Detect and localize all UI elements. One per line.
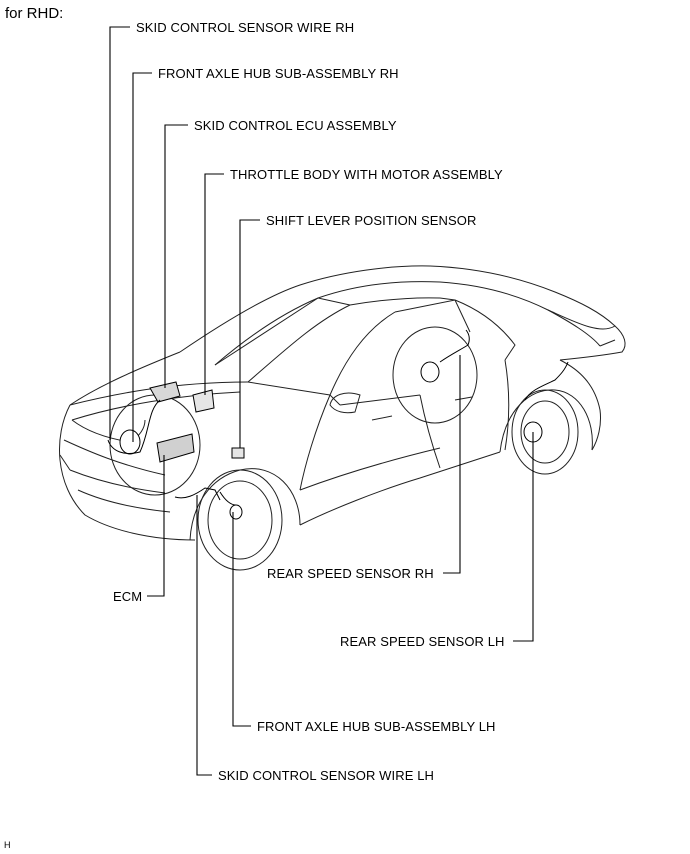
label-front-axle-hub-lh: FRONT AXLE HUB SUB-ASSEMBLY LH — [257, 719, 496, 734]
leader-skid-ecu — [164, 124, 188, 388]
label-skid-control-ecu-assembly: SKID CONTROL ECU ASSEMBLY — [194, 118, 397, 133]
label-shift-lever-position-sensor: SHIFT LEVER POSITION SENSOR — [266, 213, 477, 228]
figure-code: H — [4, 840, 11, 850]
leader-lines — [109, 26, 534, 776]
label-skid-control-sensor-wire-lh: SKID CONTROL SENSOR WIRE LH — [218, 768, 435, 783]
leader-front-hub-rh — [132, 72, 152, 442]
leader-front-hub-lh — [232, 512, 251, 727]
car-outline — [59, 265, 626, 571]
leader-throttle-body — [204, 173, 224, 395]
leader-rear-speed-lh — [513, 432, 534, 642]
leader-ecm — [147, 455, 165, 597]
leader-skid-sensor-wire-lh — [196, 495, 212, 776]
leader-skid-sensor-wire-rh — [109, 26, 130, 440]
leader-shift-lever-sensor — [239, 219, 260, 448]
component-parts — [107, 329, 569, 520]
label-throttle-body-with-motor-assembly: THROTTLE BODY WITH MOTOR ASSEMBLY — [230, 167, 503, 182]
label-skid-control-sensor-wire-rh: SKID CONTROL SENSOR WIRE RH — [136, 20, 355, 35]
leader-rear-speed-rh — [443, 355, 461, 574]
label-front-axle-hub-rh: FRONT AXLE HUB SUB-ASSEMBLY RH — [158, 66, 399, 81]
label-ecm: ECM — [113, 589, 143, 604]
label-rear-speed-sensor-lh: REAR SPEED SENSOR LH — [340, 634, 505, 649]
diagram-heading: for RHD: — [5, 5, 64, 22]
label-rear-speed-sensor-rh: REAR SPEED SENSOR RH — [267, 566, 434, 581]
